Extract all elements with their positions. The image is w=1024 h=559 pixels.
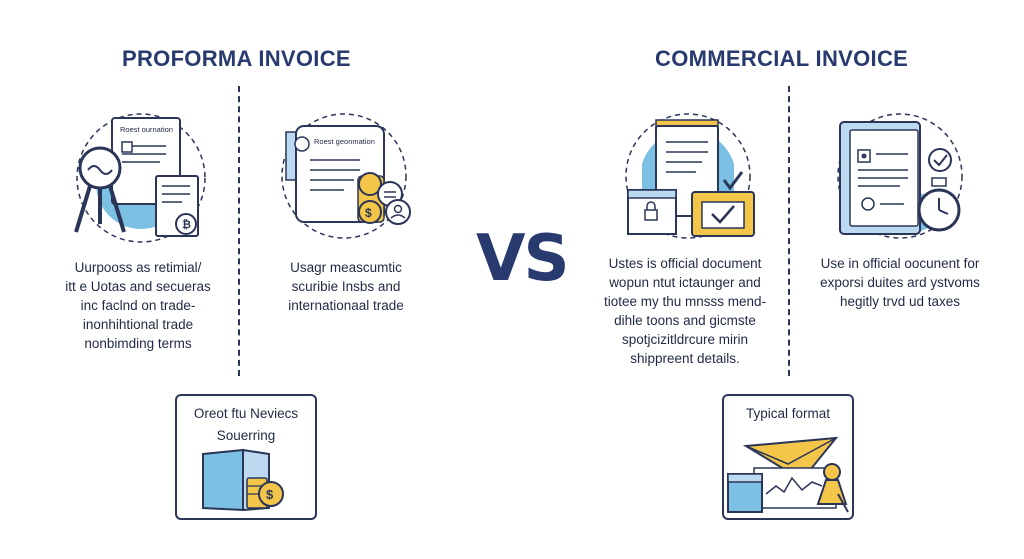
proforma-card-line-2: Souerring — [216, 428, 276, 443]
svg-text:$: $ — [365, 206, 372, 220]
svg-text:$: $ — [266, 487, 274, 502]
envelope-chart-icon — [727, 436, 849, 513]
commercial-card: Typical format — [722, 394, 854, 520]
commercial-desc-right: Use in official oocunent for exporsi dui… — [820, 256, 980, 309]
commercial-title: COMMERCIAL INVOICE — [655, 46, 909, 71]
commercial-desc-left: Ustes is official document wopun ntut ic… — [603, 256, 767, 366]
commercial-divider — [788, 86, 790, 376]
proforma-desc-right: Usagr meascumtic scuribie Insbs and inte… — [288, 260, 404, 313]
proforma-desc-left: Uurpooss as retimial/ itt e Uotas and se… — [65, 260, 211, 351]
document-suitcase-icon — [625, 113, 755, 239]
commercial-card-text: Typical format — [745, 406, 831, 421]
document-stopwatch-icon — [837, 113, 963, 239]
doc-label-1: Roest ournation — [120, 125, 173, 134]
svg-text:₿: ₿ — [182, 219, 191, 231]
proforma-divider — [238, 86, 240, 376]
proforma-title: PROFORMA INVOICE — [122, 46, 351, 71]
open-book-coins-icon: $ — [202, 448, 284, 512]
vs-label: VS — [476, 222, 570, 296]
proforma-card-line-1: Oreot ftu Neviecs — [193, 406, 299, 421]
document-magnifier-icon: Roest ournation ₿ — [74, 113, 206, 243]
proforma-card: Oreot ftu Neviecs Souerring $ — [175, 394, 317, 520]
doc-label-2: Roest geonmation — [314, 137, 375, 146]
document-coins-icon: Roest geonmation $ — [281, 113, 411, 239]
